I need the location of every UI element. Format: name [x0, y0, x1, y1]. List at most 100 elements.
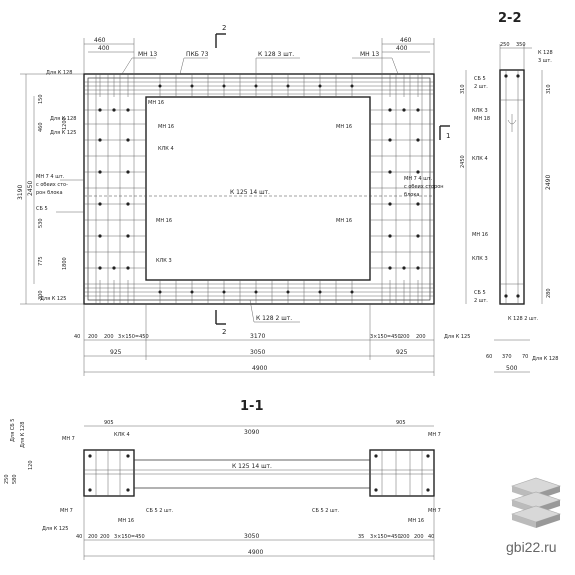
plan-label-mn16-2: МН 16 — [158, 124, 174, 130]
plan-right-label-1: МН 7 4 шт. — [404, 176, 433, 182]
plan-top-label-mn13-right: МН 13 — [360, 51, 379, 58]
s22-label-mn16: МН 16 — [472, 232, 488, 238]
plan-left-labels: Для К 128 Для К 128 Для К 125 МН 7 4 шт.… — [36, 70, 84, 302]
plan-bottom-dim-450b: 3×150=450 — [370, 334, 401, 340]
s22-dim-310-r: 310 — [546, 84, 552, 94]
s22-label-dlya-k128: Для К 128 — [532, 356, 558, 362]
s22-label-klk4: КЛК 4 — [472, 156, 488, 162]
plan-bottom-dim-3170: 3170 — [250, 333, 265, 340]
s11-dim-905-left: 905 — [104, 420, 114, 426]
plan-bottom-dim-450a: 3×150=450 — [118, 334, 149, 340]
s22-top-dims: 250 350 — [499, 42, 532, 70]
s11-label-mn16-br: МН 16 — [408, 518, 424, 524]
s22-dim-250: 250 — [500, 42, 510, 48]
plan-bottom-dims: 40 200 200 3×150=450 3170 3×150=450 200 … — [74, 304, 470, 376]
watermark: gbi22.ru — [506, 477, 561, 555]
s22-dims: 310 2450 310 280 2490 60 370 70 500 — [460, 70, 552, 373]
s11-dim-200d: 200 — [414, 534, 424, 540]
s22-dim-350: 350 — [516, 42, 526, 48]
plan-bottom-dim-925b: 925 — [396, 349, 408, 356]
s11-dim-3090: 3090 — [244, 429, 259, 436]
s11-dim-200c: 200 — [400, 534, 410, 540]
plan-label-mn16-4: МН 16 — [336, 124, 352, 130]
plan-label-klk4: КЛК 4 — [158, 146, 174, 152]
s22-dim-310: 310 — [460, 84, 466, 94]
plan-top-dim-4: 460 — [400, 37, 412, 44]
s11-label-sb5-r: СБ 5 2 шт. — [312, 508, 340, 514]
s22-label-klk3: КЛК 3 — [472, 108, 488, 114]
s11-label-mn7-bl: МН 7 — [60, 508, 73, 514]
plan-label-mn16-right: МН 16 — [336, 218, 352, 224]
s22-label-mn18: МН 18 — [474, 116, 490, 122]
section-2-2-title: 2-2 — [498, 11, 522, 26]
s22-dim-370: 370 — [502, 354, 512, 360]
s11-label-klk4: КЛК 4 — [114, 432, 130, 438]
s11-dim-450b: 3×150=450 — [370, 534, 401, 540]
plan-left-label-6: рон блока — [36, 190, 63, 196]
plan-top-dim-3: 400 — [396, 45, 408, 52]
s11-label-k125: К 125 14 шт. — [232, 463, 272, 470]
plan-bottom-dim-40: 40 — [74, 334, 80, 340]
s11-bottom-dims: 40 200 200 3×150=450 3050 35 3×150=450 2… — [76, 496, 434, 560]
plan-left-label-8: Для К 125 — [40, 296, 66, 302]
plan-left-dim-530: 530 — [38, 218, 44, 228]
s11-dim-3050: 3050 — [244, 533, 259, 540]
plan-bottom-label-k125: Для К 125 — [444, 334, 470, 340]
plan-left-dim-1200: 1200 — [62, 117, 68, 130]
s22-label-2sht-b: 2 шт. — [474, 298, 488, 304]
section-2-label-bottom: 2 — [222, 328, 226, 336]
plan-bottom-dim-200c: 200 — [400, 334, 410, 340]
s11-dim-200b: 200 — [100, 534, 110, 540]
rebar-dots — [98, 84, 420, 294]
s22-label-k128: К 128 — [538, 50, 553, 56]
s22-labels: К 128 3 шт. СБ 5 2 шт. КЛК 3 МН 18 КЛК 4… — [472, 50, 558, 362]
watermark-text: gbi22.ru — [506, 539, 557, 555]
plan-label-k125: К 125 14 шт. — [230, 189, 270, 196]
plan-right-labels: МН 7 4 шт. с обеих сторон блока 1 — [404, 125, 450, 198]
plan-label-klk3: КЛК 3 — [156, 258, 172, 264]
plan-bottom-dim-3050: 3050 — [250, 349, 265, 356]
s11-dim-200a: 200 — [88, 534, 98, 540]
plan-left-label-7: СБ 5 — [36, 206, 48, 212]
s11-label-mn16-bl: МН 16 — [118, 518, 134, 524]
section-1-1-view: 1-1 МН 7 905 КЛК 4 3090 905 МН 7 Для СБ — [4, 399, 441, 560]
s22-label-k128-2: К 128 2 шт. — [508, 316, 539, 322]
plan-right-label-3: блока — [404, 192, 419, 198]
s11-grid — [88, 450, 430, 496]
s11-dim-total: 4900 — [248, 549, 263, 556]
s22-dim-2450: 2450 — [460, 155, 466, 168]
plan-left-dim-775: 775 — [38, 256, 44, 266]
plan-left-dim-3190: 3190 — [17, 185, 24, 200]
s11-dim-450a: 3×150=450 — [114, 534, 145, 540]
stack-logo-icon — [511, 477, 561, 528]
section-1-1-title: 1-1 — [240, 399, 264, 414]
plan-left-dim-150-a: 150 — [38, 94, 44, 104]
plan-bottom-dim-925a: 925 — [110, 349, 122, 356]
plan-label-k128-bottom: К 128 2 шт. — [256, 315, 292, 322]
s22-dim-60: 60 — [486, 354, 492, 360]
plan-bottom-dim-200b: 200 — [104, 334, 114, 340]
plan-top-label-pkb73: ПКБ 73 — [186, 51, 209, 58]
plan-left-label-3: Для К 125 — [50, 130, 76, 136]
s11-top: МН 7 905 КЛК 4 3090 905 МН 7 — [62, 420, 441, 442]
side-column-grids — [84, 74, 434, 304]
plan-bottom-dim-200a: 200 — [88, 334, 98, 340]
s11-label-dlya-sb5: Для СБ 5 — [10, 419, 16, 442]
plan-left-label-4: МН 7 4 шт. — [36, 174, 65, 180]
section-2-label-top: 2 — [222, 24, 226, 32]
plan-top-callouts: МН 13 ПКБ 73 К 128 3 шт. МН 13 — [121, 51, 399, 75]
plan-top-label-k128: К 128 3 шт. — [258, 51, 294, 58]
s11-label-sb5-l: СБ 5 2 шт. — [146, 508, 174, 514]
plan-view: 460 400 400 460 МН 13 ПКБ 73 К 128 3 шт.… — [17, 24, 470, 376]
s11-bottom-labels: МН 7 МН 16 СБ 5 2 шт. СБ 5 2 шт. МН 16 М… — [42, 508, 441, 532]
s11-dim-250: 250 — [4, 474, 10, 484]
s11-label-mn7-left: МН 7 — [62, 436, 75, 442]
plan-left-label-1: Для К 128 — [46, 70, 72, 76]
s11-dim-580: 580 — [12, 474, 18, 484]
plan-inner-labels: МН 16 МН 16 КЛК 4 К 125 14 шт. МН 16 МН … — [148, 100, 352, 323]
s22-label-sb5-b: СБ 5 — [474, 290, 486, 296]
s11-dim-905-right: 905 — [396, 420, 406, 426]
plan-left-dim-2450: 2450 — [27, 181, 34, 196]
section-2-marker: 2 2 — [215, 24, 226, 336]
